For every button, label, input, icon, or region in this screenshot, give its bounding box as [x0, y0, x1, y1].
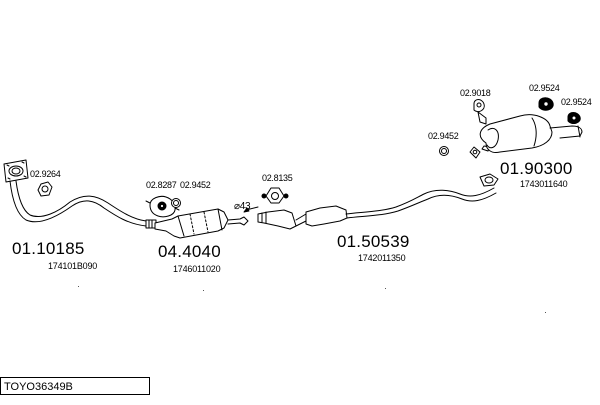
hanger-a-shape	[473, 99, 487, 125]
gasket-rear-shape	[439, 146, 449, 156]
front-flange	[3, 159, 29, 183]
diagram-code: TOYO36349B	[4, 381, 73, 393]
label-hanger-a: 02.9018	[460, 88, 491, 98]
gasket-center-shape	[261, 187, 289, 204]
label-gasket-cat: 02.9452	[180, 180, 211, 190]
rear-muffler-shape	[469, 114, 583, 187]
label-clamp-cat: 02.8287	[146, 180, 177, 190]
label-gasket-rear: 02.9452	[428, 131, 459, 141]
gasket-front-shape	[37, 181, 53, 197]
diagram-code-box: TOYO36349B	[0, 377, 150, 395]
gasket-cat-shape	[171, 198, 181, 208]
clamp-cat-shape	[145, 195, 180, 218]
label-catalyst-ref: 1746011020	[173, 264, 221, 274]
label-diameter: ⌀43	[234, 201, 251, 212]
label-center-pipe-code: 01.50539	[337, 232, 410, 251]
label-rear-muffler-ref: 1743011640	[520, 179, 568, 189]
marker-dot	[203, 290, 204, 291]
front-pipe	[9, 180, 157, 229]
marker-dot	[385, 288, 386, 289]
catalyst-shape	[154, 208, 249, 239]
label-hanger-b: 02.9524	[529, 83, 560, 93]
label-gasket-front: 02.9264	[30, 169, 61, 179]
diameter-arrow	[243, 206, 259, 213]
label-rear-muffler-code: 01.90300	[500, 159, 573, 178]
label-catalyst-code: 04.4040	[158, 242, 221, 261]
label-front-pipe-ref: 174101B090	[48, 261, 98, 271]
label-hanger-c: 02.9524	[561, 97, 592, 107]
marker-dot	[545, 312, 546, 313]
label-gasket-center: 02.8135	[262, 173, 293, 183]
hanger-c-shape	[567, 112, 581, 125]
marker-dot	[78, 286, 79, 287]
center-pipe	[257, 187, 497, 230]
label-front-pipe-code: 01.10185	[12, 239, 85, 258]
hanger-b-shape	[538, 97, 554, 111]
label-center-pipe-ref: 1742011350	[358, 253, 406, 263]
